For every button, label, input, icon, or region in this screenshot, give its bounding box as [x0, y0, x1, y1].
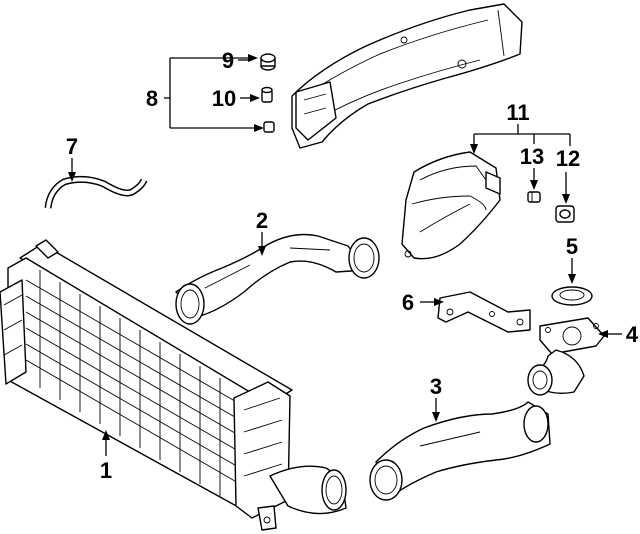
- callout-9: 9: [222, 48, 234, 73]
- grommet-part-12: [555, 205, 575, 223]
- callout-10: 10: [212, 86, 236, 111]
- grommet-part-10: [261, 86, 273, 103]
- leader-lines: [68, 54, 622, 456]
- callout-8: 8: [146, 86, 158, 111]
- callout-3: 3: [430, 374, 442, 399]
- intercooler-core-fins: [25, 270, 241, 496]
- callout-13: 13: [520, 144, 544, 169]
- air-duct-part-11: [401, 151, 501, 260]
- fastener-part-8-tip: [263, 121, 275, 133]
- bracket-part-6: [437, 291, 531, 333]
- outlet-elbow-part-4: [527, 317, 605, 396]
- clip-part-9: [260, 53, 276, 71]
- callout-11: 11: [506, 100, 529, 125]
- callout-7: 7: [66, 134, 78, 159]
- callout-5: 5: [566, 234, 578, 259]
- callout-2: 2: [256, 208, 268, 233]
- upper-hose-part-2: [175, 233, 380, 325]
- gasket-part-5: [551, 286, 593, 306]
- callout-6: 6: [402, 290, 414, 315]
- callout-labels: 1 2 3 4 5 6 7 8 9 10 11 12 13: [66, 48, 639, 483]
- lower-hose-part-3: [369, 401, 551, 501]
- callout-4: 4: [626, 322, 639, 347]
- intercooler-part-1: [0, 239, 347, 531]
- air-duct-part-8: [291, 3, 523, 149]
- breather-hose-part-7: [44, 175, 148, 209]
- bolt-part-13: [527, 191, 541, 203]
- callout-1: 1: [100, 458, 112, 483]
- callout-12: 12: [556, 146, 580, 171]
